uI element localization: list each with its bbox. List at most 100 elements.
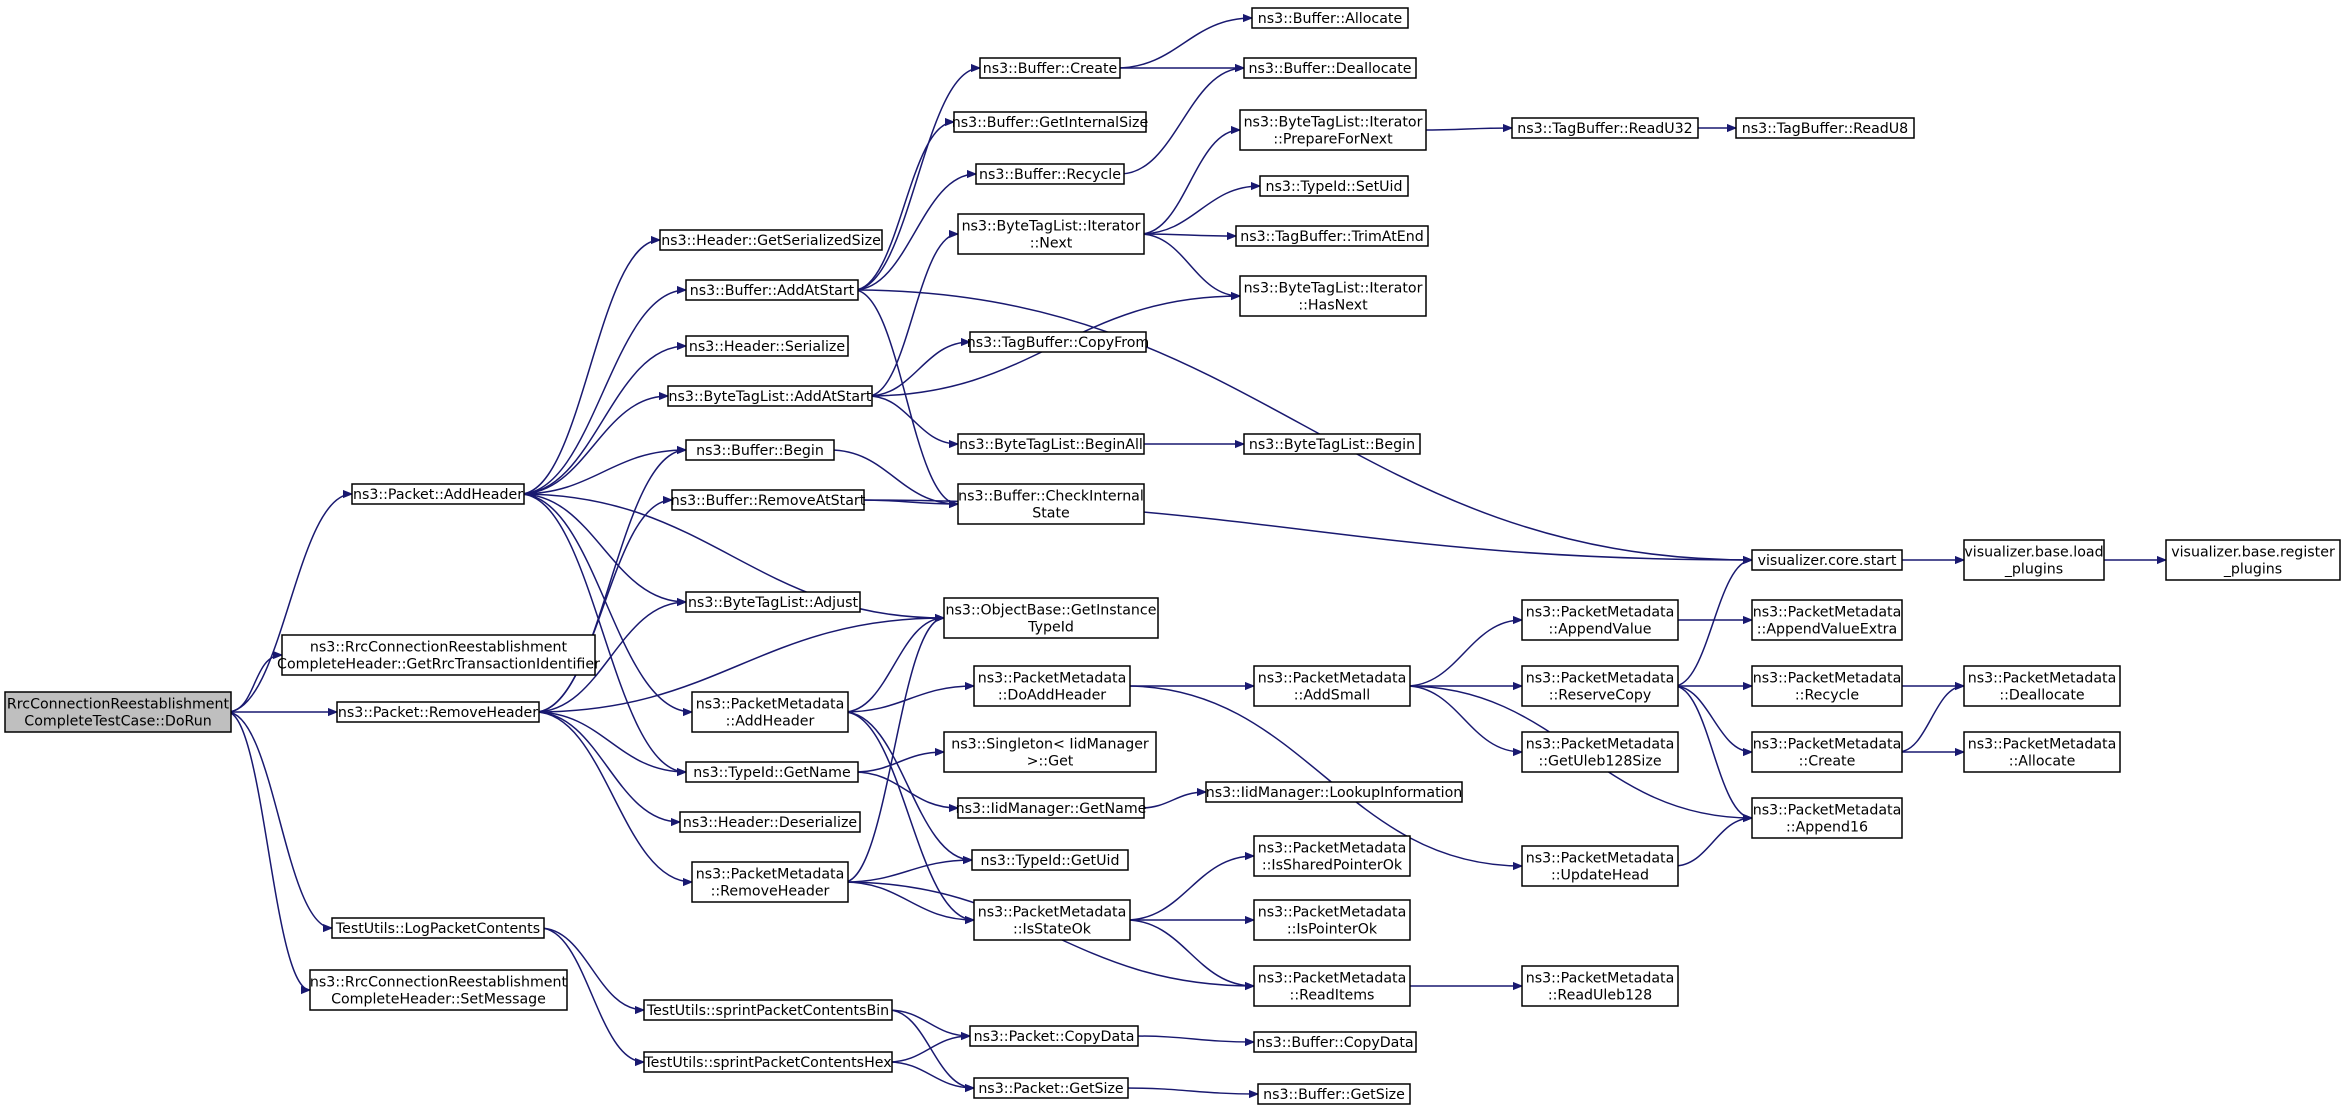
node-label: _plugins <box>2223 562 2282 578</box>
call-edge-pm-create-to-pm-deallocate <box>1897 686 1965 753</box>
node-label: ns3::TagBuffer::ReadU32 <box>1517 121 1692 137</box>
node-buffer-allocate[interactable]: ns3::Buffer::Allocate <box>1251 7 1409 29</box>
node-pm-create[interactable]: ns3::PacketMetadata::Create <box>1751 731 1903 773</box>
node-packet-addheader[interactable]: ns3::Packet::AddHeader <box>351 483 525 505</box>
call-edge-packet-removeheader-to-objectbase-getinstancetypeid <box>534 618 944 713</box>
node-label: ::DoAddHeader <box>998 688 1106 704</box>
node-bytetaglist-iterator-preparefornext[interactable]: ns3::ByteTagList::Iterator::PrepareForNe… <box>1239 109 1427 151</box>
node-tagbuffer-readu32[interactable]: ns3::TagBuffer::ReadU32 <box>1511 117 1699 139</box>
node-box <box>659 229 883 251</box>
node-buffer-begin[interactable]: ns3::Buffer::Begin <box>685 439 835 461</box>
node-bytetaglist-beginall[interactable]: ns3::ByteTagList::BeginAll <box>957 433 1145 455</box>
node-buffer-addatstart[interactable]: ns3::Buffer::AddAtStart <box>685 279 859 301</box>
node-iidmanager-lookupinformation[interactable]: ns3::IidManager::LookupInformation <box>1205 781 1463 803</box>
node-pm-ispointerok[interactable]: ns3::PacketMetadata::IsPointerOk <box>1253 899 1411 941</box>
node-pm-doaddheader[interactable]: ns3::PacketMetadata::DoAddHeader <box>973 665 1131 707</box>
node-rrc-dorun[interactable]: RrcConnectionReestablishmentCompleteTest… <box>4 691 232 733</box>
node-pm-addheader[interactable]: ns3::PacketMetadata::AddHeader <box>691 691 849 733</box>
call-nodes: RrcConnectionReestablishmentCompleteTest… <box>4 7 2341 1105</box>
node-label: ns3::PacketMetadata <box>1258 971 1407 987</box>
node-label: ns3::PacketMetadata <box>978 905 1127 921</box>
node-pm-appendvalueextra[interactable]: ns3::PacketMetadata::AppendValueExtra <box>1751 599 1903 641</box>
node-label: ns3::PacketMetadata <box>1968 671 2117 687</box>
node-buffer-getinternalsize[interactable]: ns3::Buffer::GetInternalSize <box>952 111 1148 133</box>
node-rrc-get-transaction-id[interactable]: ns3::RrcConnectionReestablishmentComplet… <box>277 634 600 676</box>
node-label: ns3::Packet::AddHeader <box>353 487 523 503</box>
node-typeid-getname[interactable]: ns3::TypeId::GetName <box>685 761 859 783</box>
node-packet-removeheader[interactable]: ns3::Packet::RemoveHeader <box>336 701 540 723</box>
node-box <box>1751 665 1903 707</box>
node-typeid-setuid[interactable]: ns3::TypeId::SetUid <box>1259 175 1409 197</box>
call-edge-pm-reservecopy-to-pm-append16 <box>1673 685 1753 818</box>
node-box <box>685 761 859 783</box>
node-pm-getuleb128size[interactable]: ns3::PacketMetadata::GetUleb128Size <box>1521 731 1679 773</box>
node-buffer-removeatstart[interactable]: ns3::Buffer::RemoveAtStart <box>671 489 866 511</box>
node-packet-copydata[interactable]: ns3::Packet::CopyData <box>969 1025 1139 1047</box>
node-testutils-logpacket[interactable]: TestUtils::LogPacketContents <box>331 917 545 939</box>
node-bytetaglist-addatstart[interactable]: ns3::ByteTagList::AddAtStart <box>667 385 873 407</box>
node-pm-updatehead[interactable]: ns3::PacketMetadata::UpdateHead <box>1521 845 1679 887</box>
node-visualizer-core-start[interactable]: visualizer.core.start <box>1751 549 1903 571</box>
node-pm-append16[interactable]: ns3::PacketMetadata::Append16 <box>1751 797 1903 839</box>
node-tagbuffer-trimatend[interactable]: ns3::TagBuffer::TrimAtEnd <box>1235 225 1429 247</box>
node-visualizer-base-loadplugins[interactable]: visualizer.base.load_plugins <box>1963 539 2105 581</box>
node-packet-getsize[interactable]: ns3::Packet::GetSize <box>973 1077 1129 1099</box>
node-tagbuffer-readu8[interactable]: ns3::TagBuffer::ReadU8 <box>1735 117 1915 139</box>
node-label: ns3::PacketMetadata <box>1526 737 1675 753</box>
node-pm-deallocate[interactable]: ns3::PacketMetadata::Deallocate <box>1963 665 2121 707</box>
node-box <box>1253 899 1411 941</box>
node-buffer-getsize[interactable]: ns3::Buffer::GetSize <box>1257 1083 1411 1105</box>
node-testutils-sprint-hex[interactable]: TestUtils::sprintPacketContentsHex <box>643 1051 893 1073</box>
node-box <box>969 1025 1139 1047</box>
node-pm-reservecopy[interactable]: ns3::PacketMetadata::ReserveCopy <box>1521 665 1679 707</box>
node-buffer-deallocate[interactable]: ns3::Buffer::Deallocate <box>1243 57 1417 79</box>
node-visualizer-base-registerplugins[interactable]: visualizer.base.register_plugins <box>2165 539 2341 581</box>
node-iidmanager-getname[interactable]: ns3::IidManager::GetName <box>956 797 1147 819</box>
node-box <box>943 731 1157 773</box>
node-header-deserialize[interactable]: ns3::Header::Deserialize <box>679 811 861 833</box>
node-bytetaglist-iterator-next[interactable]: ns3::ByteTagList::Iterator::Next <box>957 213 1145 255</box>
node-bytetaglist-begin[interactable]: ns3::ByteTagList::Begin <box>1243 433 1421 455</box>
node-pm-recycle[interactable]: ns3::PacketMetadata::Recycle <box>1751 665 1903 707</box>
node-label: ns3::ObjectBase::GetInstance <box>946 603 1157 619</box>
node-box <box>957 433 1145 455</box>
node-buffer-create[interactable]: ns3::Buffer::Create <box>979 57 1121 79</box>
node-rrc-setmessage[interactable]: ns3::RrcConnectionReestablishmentComplet… <box>309 969 568 1011</box>
node-bytetaglist-iterator-hasnext[interactable]: ns3::ByteTagList::Iterator::HasNext <box>1239 275 1427 317</box>
node-pm-isstateok[interactable]: ns3::PacketMetadata::IsStateOk <box>973 899 1131 941</box>
node-label: TestUtils::LogPacketContents <box>335 921 540 937</box>
call-edge-pm-removeheader-to-typeid-getuid <box>843 860 972 883</box>
node-label: ns3::ByteTagList::Iterator <box>962 219 1141 235</box>
node-pm-readitems[interactable]: ns3::PacketMetadata::ReadItems <box>1253 965 1411 1007</box>
node-header-serialize[interactable]: ns3::Header::Serialize <box>685 335 849 357</box>
node-bytetaglist-adjust[interactable]: ns3::ByteTagList::Adjust <box>685 591 861 613</box>
node-pm-removeheader[interactable]: ns3::PacketMetadata::RemoveHeader <box>691 861 849 903</box>
call-edge-typeid-getname-to-singleton-iidmanager-get <box>853 752 944 773</box>
node-pm-allocate[interactable]: ns3::PacketMetadata::Allocate <box>1963 731 2121 773</box>
node-pm-appendvalue[interactable]: ns3::PacketMetadata::AppendValue <box>1521 599 1679 641</box>
call-edge-buffer-create-to-buffer-allocate <box>1115 18 1252 69</box>
node-pm-readuleb128[interactable]: ns3::PacketMetadata::ReadUleb128 <box>1521 965 1679 1007</box>
node-singleton-iidmanager-get[interactable]: ns3::Singleton< IidManager>::Get <box>943 731 1157 773</box>
node-label: ns3::Buffer::GetInternalSize <box>952 115 1148 131</box>
node-label: ns3::PacketMetadata <box>1753 737 1902 753</box>
node-box <box>1243 433 1421 455</box>
node-buffer-recycle[interactable]: ns3::Buffer::Recycle <box>975 163 1125 185</box>
call-edge-rrc-dorun-to-rrc-get-transaction-id <box>226 655 283 713</box>
node-label: ns3::Buffer::AddAtStart <box>690 283 855 299</box>
call-edge-pm-addsmall-to-pm-getuleb128size <box>1405 685 1522 752</box>
node-testutils-sprint-bin[interactable]: TestUtils::sprintPacketContentsBin <box>643 999 893 1021</box>
node-label: ns3::Buffer::GetSize <box>1263 1087 1405 1103</box>
node-pm-addsmall[interactable]: ns3::PacketMetadata::AddSmall <box>1253 665 1411 707</box>
node-box <box>1253 1031 1417 1053</box>
node-buffer-copydata[interactable]: ns3::Buffer::CopyData <box>1253 1031 1417 1053</box>
node-label: ::RemoveHeader <box>711 884 830 900</box>
node-label: ns3::PacketMetadata <box>1258 905 1407 921</box>
node-typeid-getuid[interactable]: ns3::TypeId::GetUid <box>971 849 1129 871</box>
node-pm-issharedpointerok[interactable]: ns3::PacketMetadata::IsSharedPointerOk <box>1253 835 1411 877</box>
call-edge-buffer-addatstart-to-buffer-getinternalsize <box>853 122 955 291</box>
node-header-getserializedsize[interactable]: ns3::Header::GetSerializedSize <box>659 229 883 251</box>
node-tagbuffer-copyfrom[interactable]: ns3::TagBuffer::CopyFrom <box>967 331 1150 353</box>
